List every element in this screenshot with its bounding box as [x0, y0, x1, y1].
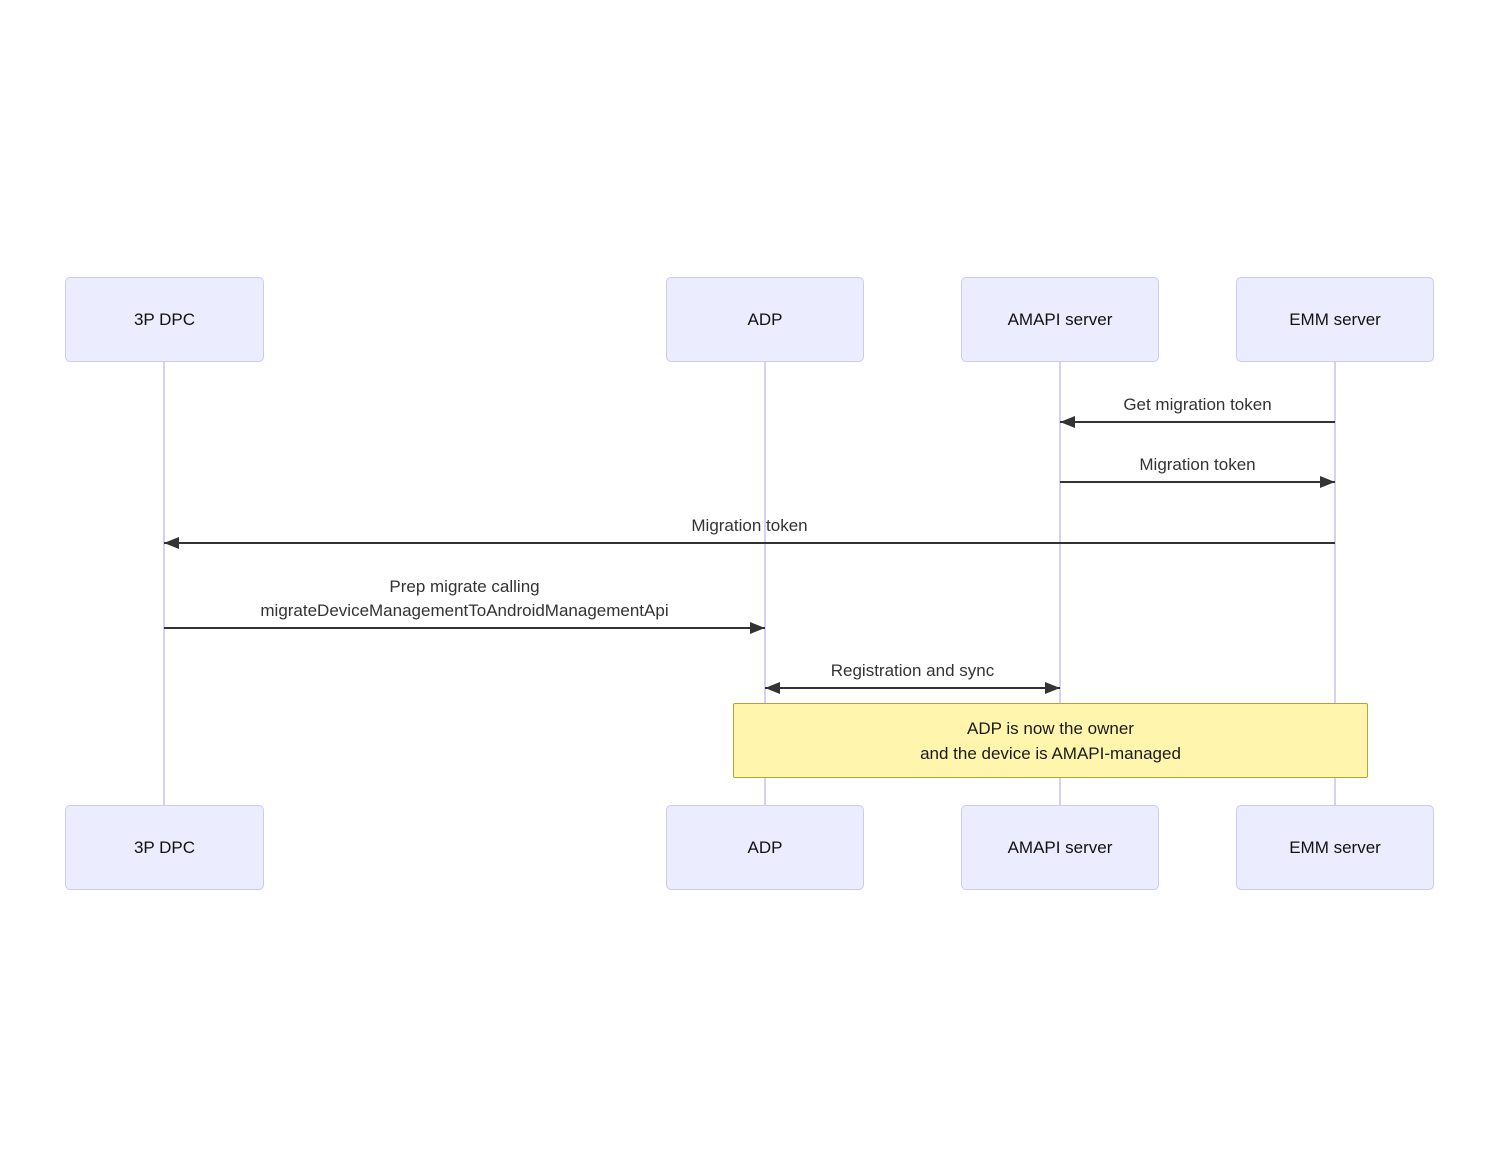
message-line: [164, 537, 1335, 549]
lifeline-amapi-server: [1059, 362, 1061, 805]
lifeline-emm-server: [1334, 362, 1336, 805]
lifeline-3p-dpc: [163, 362, 165, 805]
note-line1: ADP is now the owner: [967, 718, 1134, 738]
actor-top-adp: ADP: [666, 277, 864, 362]
message-registration-and-sync: Registration and sync: [765, 659, 1060, 694]
actor-top-amapi-server: AMAPI server: [961, 277, 1159, 362]
message-line: [1060, 416, 1335, 428]
message-line: [765, 682, 1060, 694]
note-adp-owner: ADP is now the owner and the device is A…: [733, 703, 1368, 778]
message-label: Registration and sync: [830, 661, 995, 680]
arrowhead-right-icon: [1045, 682, 1060, 694]
actor-label: ADP: [747, 309, 783, 329]
actor-label: AMAPI server: [1007, 309, 1113, 329]
actor-label: EMM server: [1289, 837, 1381, 857]
note-line2: and the device is AMAPI-managed: [920, 743, 1181, 763]
actor-bottom-3p-dpc: 3P DPC: [65, 805, 264, 890]
message-label-line2: migrateDeviceManagementToAndroidManageme…: [260, 601, 669, 620]
actor-bottom-amapi-server: AMAPI server: [961, 805, 1159, 890]
actor-label: 3P DPC: [133, 309, 196, 329]
arrowhead-left-icon: [164, 537, 179, 549]
actor-label: ADP: [747, 837, 783, 857]
actor-bottom-emm-server: EMM server: [1236, 805, 1434, 890]
message-line: [1060, 476, 1335, 488]
message-migration-token-response: Migration token: [1060, 453, 1335, 488]
arrowhead-left-icon: [765, 682, 780, 694]
arrowhead-left-icon: [1060, 416, 1075, 428]
message-get-migration-token: Get migration token: [1060, 393, 1335, 428]
arrowhead-right-icon: [1320, 476, 1335, 488]
actor-label: 3P DPC: [133, 837, 196, 857]
actor-label: EMM server: [1289, 309, 1381, 329]
actor-label: AMAPI server: [1007, 837, 1113, 857]
message-migration-token-to-dpc: Migration token: [164, 514, 1335, 549]
actor-top-emm-server: EMM server: [1236, 277, 1434, 362]
message-label: Get migration token: [1123, 395, 1272, 414]
arrowhead-right-icon: [750, 622, 765, 634]
lifeline-adp: [764, 362, 766, 805]
message-prep-migrate: Prep migrate calling migrateDeviceManage…: [164, 575, 765, 634]
message-label-line1: Prep migrate calling: [389, 577, 540, 596]
message-label: Migration token: [1139, 455, 1256, 474]
message-line: [164, 622, 765, 634]
actor-top-3p-dpc: 3P DPC: [65, 277, 264, 362]
message-label: Migration token: [691, 516, 808, 535]
actor-bottom-adp: ADP: [666, 805, 864, 890]
